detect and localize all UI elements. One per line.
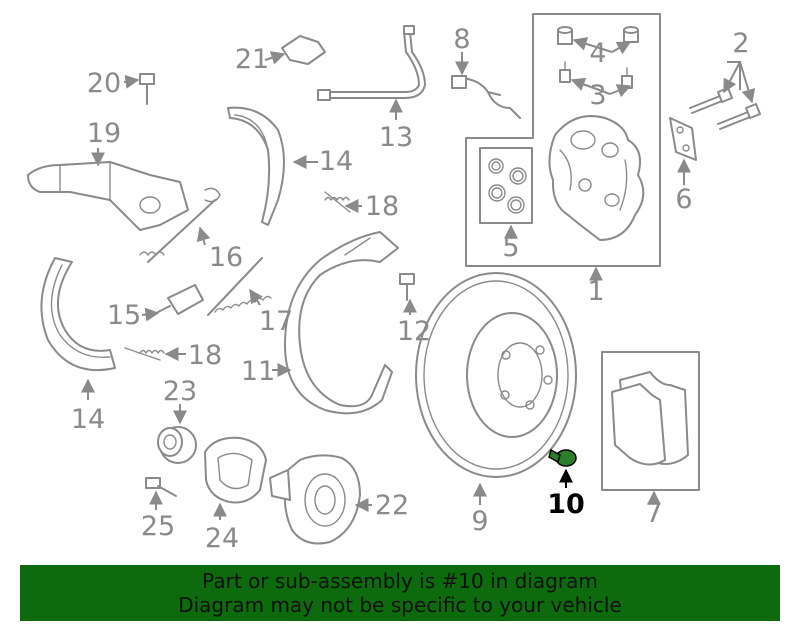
- wear-sensor: [451, 75, 521, 119]
- callout-6: 6: [675, 184, 692, 215]
- dust-shield: [284, 231, 399, 415]
- callout-3: 3: [589, 80, 606, 111]
- brake-rotor: [415, 272, 577, 478]
- callout-16: 16: [209, 242, 243, 273]
- leader-arrows: [81, 37, 756, 520]
- hub-gasket: [204, 436, 267, 504]
- brake-shoe-lower: [40, 257, 116, 372]
- caliper-bolts: [689, 87, 761, 130]
- callout-14-upper: 14: [319, 146, 353, 177]
- caliper-bracket: [669, 117, 697, 161]
- shield-bolt: [399, 273, 415, 301]
- seal-kit: [479, 147, 533, 224]
- callout-1: 1: [587, 276, 604, 307]
- callout-10-highlighted: 10: [547, 489, 585, 520]
- return-spring-16: [139, 187, 221, 263]
- bleeder-caps: [557, 26, 639, 45]
- brake-shoe-upper: [227, 106, 285, 226]
- callout-2: 2: [732, 28, 749, 59]
- callout-22: 22: [375, 490, 409, 521]
- parking-brake-actuator: [27, 161, 189, 231]
- callout-17: 17: [259, 306, 293, 337]
- callout-20: 20: [87, 68, 121, 99]
- callout-19: 19: [87, 118, 121, 149]
- callout-18-upper: 18: [365, 191, 399, 222]
- callout-13: 13: [379, 122, 413, 153]
- callout-5: 5: [502, 232, 519, 263]
- callout-25: 25: [141, 511, 175, 542]
- callout-23: 23: [163, 376, 197, 407]
- callout-12: 12: [397, 316, 431, 347]
- callout-21: 21: [235, 44, 269, 75]
- banner-line-1: Part or sub-assembly is #10 in diagram: [202, 569, 598, 593]
- wheel-bearing: [157, 426, 197, 464]
- hold-down-spring-18-lower: [124, 347, 165, 361]
- caliper-body: [548, 115, 645, 241]
- brake-pad-box: [601, 351, 700, 491]
- callout-9: 9: [471, 506, 488, 537]
- callout-4: 4: [589, 38, 606, 69]
- adjuster: [157, 284, 204, 315]
- caliper-assembly-box: [465, 13, 661, 267]
- callout-24: 24: [205, 523, 239, 554]
- callout-labels: 1 2 3 4 5 6 7 8 9 10 11 12 13 14 14 15 1…: [71, 24, 750, 554]
- hub-bolt: [145, 477, 177, 497]
- callout-14-lower: 14: [71, 404, 105, 435]
- banner-line-2: Diagram may not be specific to your vehi…: [178, 593, 622, 617]
- callout-8: 8: [453, 24, 470, 55]
- small-bolt: [139, 73, 155, 105]
- info-banner: Part or sub-assembly is #10 in diagram D…: [20, 565, 780, 621]
- brake-line: [317, 25, 426, 101]
- hold-down-spring-18-upper: [324, 191, 351, 213]
- callout-15: 15: [107, 300, 141, 331]
- callout-11: 11: [241, 356, 275, 387]
- speed-sensor: [281, 35, 326, 65]
- callout-7: 7: [645, 498, 662, 529]
- rotor-screw-highlighted: [548, 448, 577, 467]
- wheel-hub: [269, 454, 361, 545]
- parts-diagram: 1 2 3 4 5 6 7 8 9 10 11 12 13 14 14 15 1…: [27, 13, 761, 554]
- callout-18-lower: 18: [188, 340, 222, 371]
